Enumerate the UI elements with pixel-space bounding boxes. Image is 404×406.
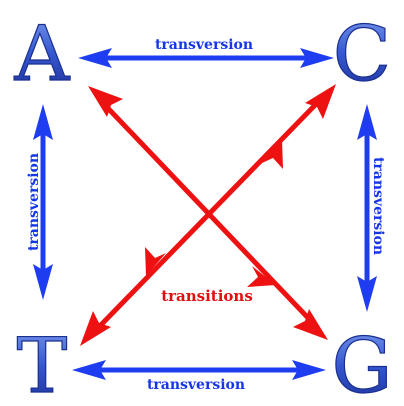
right-transversion-label: transversion — [370, 157, 386, 255]
transversion-arrow-a-c — [78, 48, 334, 68]
transversion-arrow-c-g — [357, 104, 377, 312]
transitions-label: transitions — [161, 287, 253, 305]
transition-arrow-c-t — [80, 84, 336, 346]
left-transversion-label: transversion — [26, 153, 42, 251]
transversion-arrow-t-g — [72, 360, 326, 380]
transition-arrow-a-g — [88, 86, 328, 340]
bottom-transversion-label: transversion — [147, 377, 245, 393]
top-transversion-label: transversion — [155, 37, 253, 53]
base-g-letter: G — [332, 321, 393, 406]
transversion-arrow-a-t — [33, 104, 53, 300]
base-t-letter: T — [17, 321, 68, 406]
base-a-letter: A — [14, 9, 71, 98]
base-c-letter: C — [333, 9, 391, 98]
